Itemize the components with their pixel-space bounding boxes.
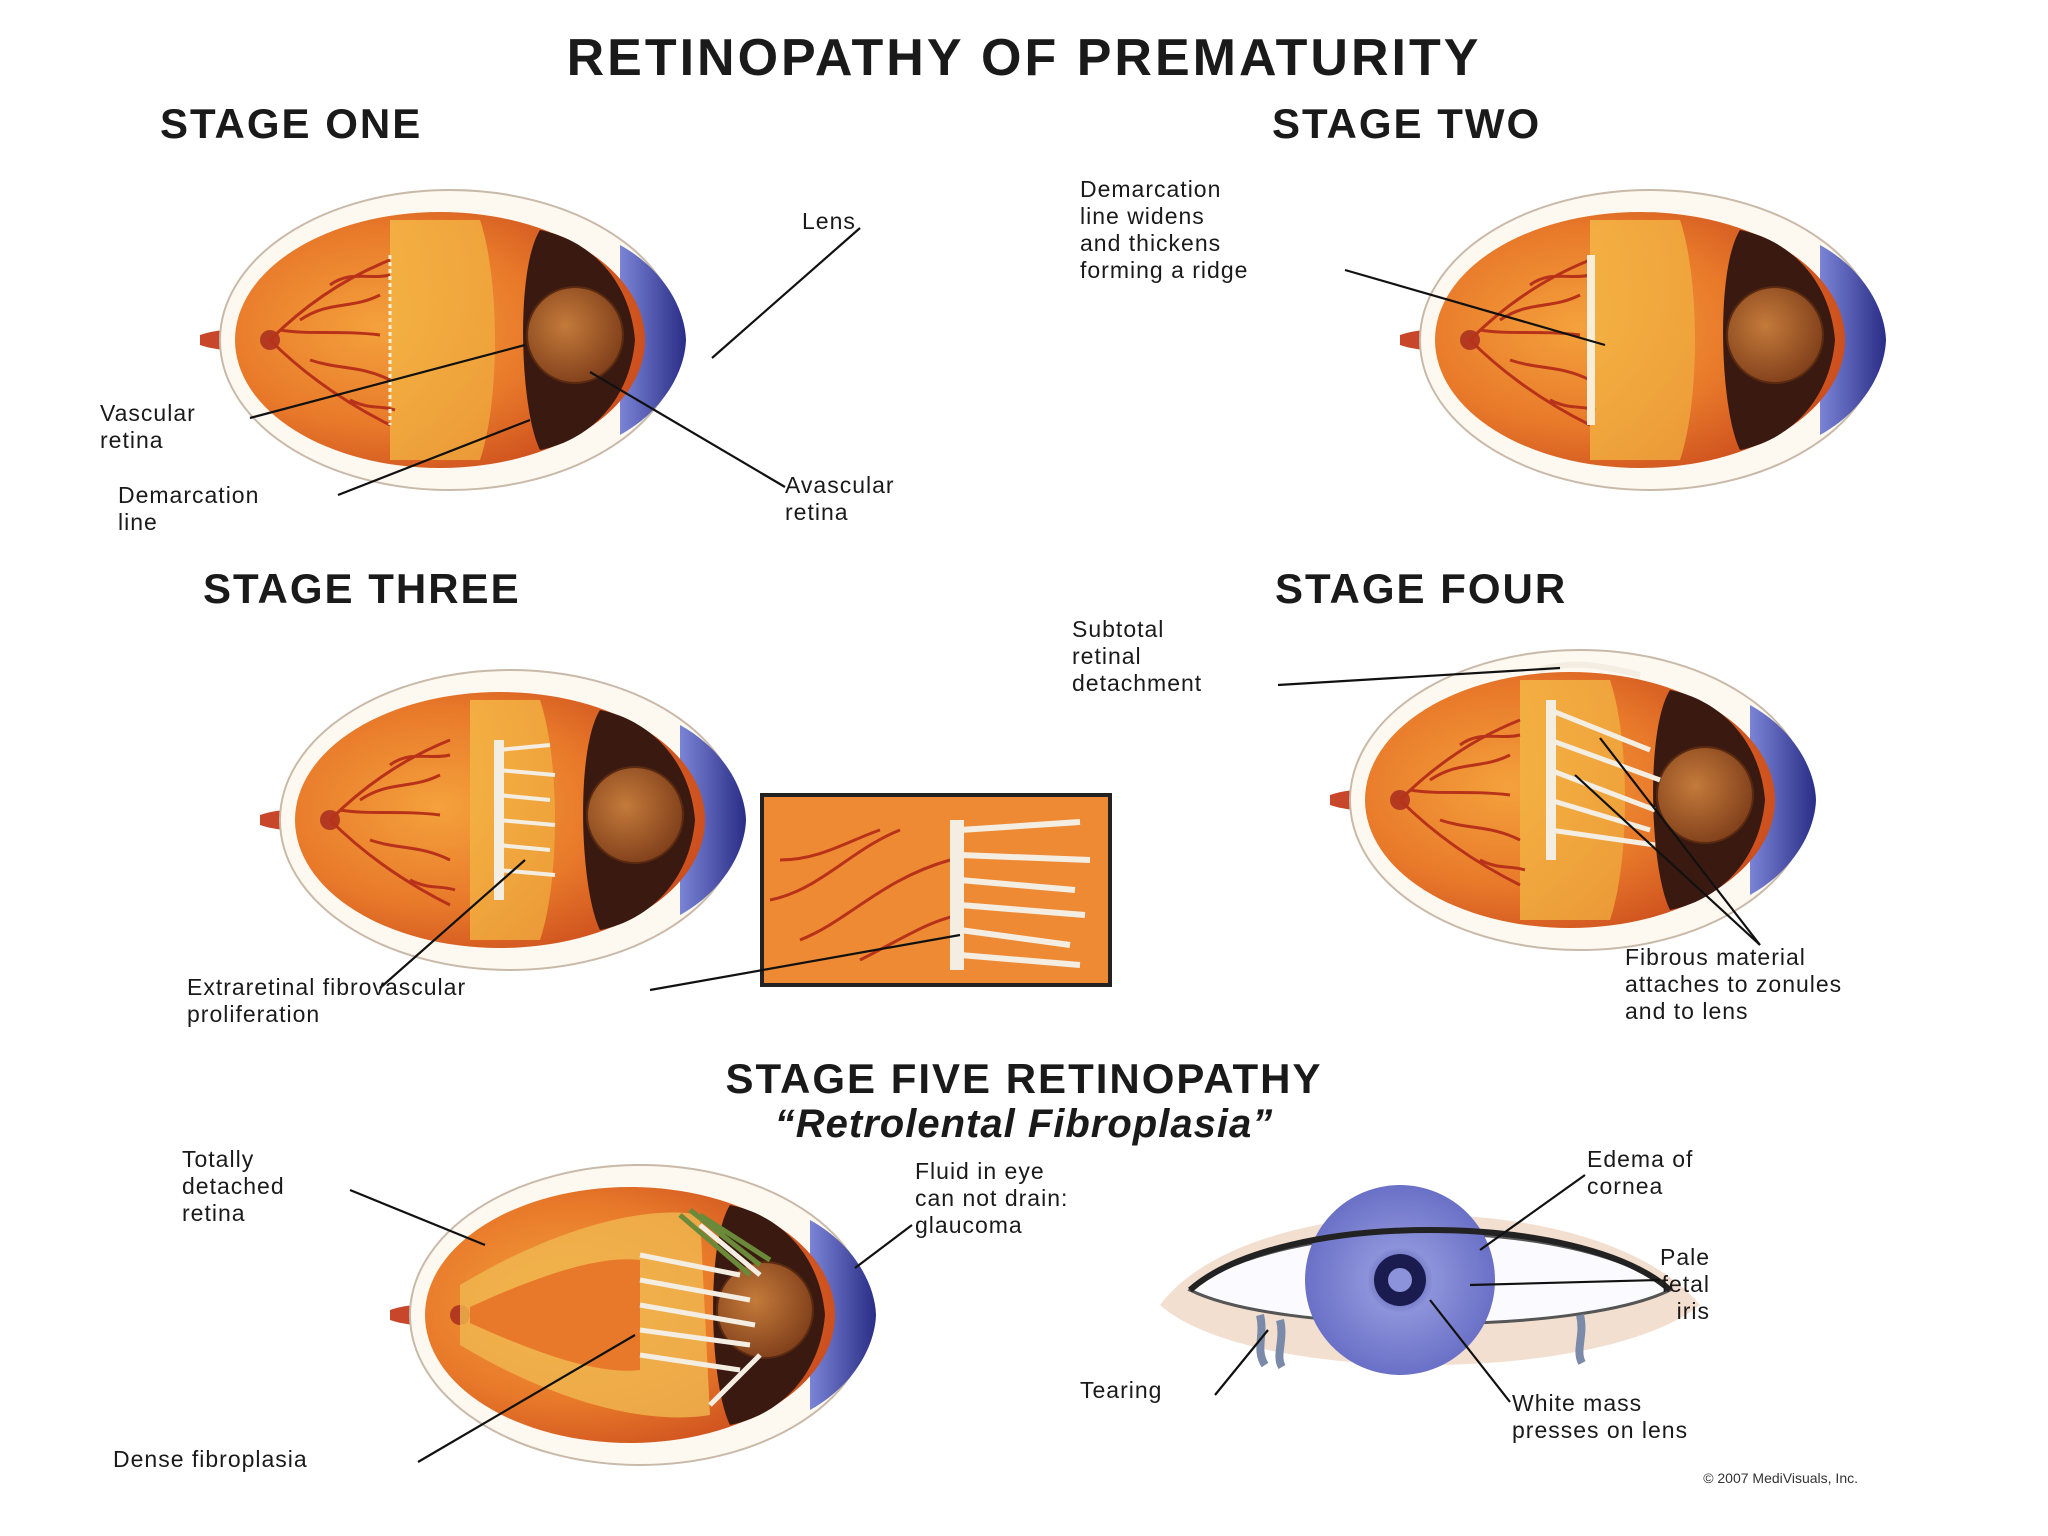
fibrous-leader-2 bbox=[1574, 774, 1761, 946]
tearing-leader bbox=[1214, 1329, 1269, 1396]
avascular-retina-label: Avascular retina bbox=[785, 472, 895, 525]
totally-detached-label: Totally detached retina bbox=[182, 1146, 285, 1226]
stage-one-heading: STAGE ONE bbox=[160, 100, 423, 147]
demarcation-line-leader bbox=[337, 418, 531, 497]
extraretinal-leader-eye bbox=[379, 859, 526, 989]
stage-three-heading: STAGE THREE bbox=[203, 565, 521, 612]
avascular-retina-leader bbox=[589, 371, 786, 488]
copyright-text: © 2007 MediVisuals, Inc. bbox=[1703, 1470, 1858, 1486]
ridge-label: Demarcation line widens and thickens for… bbox=[1080, 176, 1249, 283]
dense-leader bbox=[417, 1334, 636, 1463]
white-mass-label: White mass presses on lens bbox=[1512, 1390, 1689, 1443]
subtotal-label: Subtotal retinal detachment bbox=[1072, 616, 1203, 696]
ridge-leader bbox=[1344, 268, 1606, 347]
stage-five-subtitle: “Retrolental Fibroplasia” bbox=[774, 1102, 1274, 1146]
stage-five-heading: STAGE FIVE RETINOPATHY bbox=[725, 1055, 1323, 1102]
white-mass-leader bbox=[1429, 1299, 1511, 1403]
stage-one-eye bbox=[199, 189, 687, 491]
dense-label: Dense fibroplasia bbox=[113, 1446, 308, 1472]
fibrous-leader-1 bbox=[1599, 737, 1761, 946]
totally-detached-leader bbox=[349, 1188, 486, 1247]
lens-label: Lens bbox=[802, 208, 856, 234]
tearing-label: Tearing bbox=[1080, 1377, 1163, 1403]
stage-four-heading: STAGE FOUR bbox=[1275, 565, 1568, 612]
fluid-label: Fluid in eye can not drain: glaucoma bbox=[915, 1158, 1069, 1238]
vascular-retina-label: Vascular retina bbox=[100, 400, 196, 453]
lens-leader bbox=[711, 227, 861, 359]
page-title: RETINOPATHY OF PREMATURITY bbox=[566, 29, 1482, 87]
extraretinal-leader-inset bbox=[649, 933, 961, 992]
external-eye bbox=[1160, 1185, 1700, 1375]
subtotal-leader bbox=[1277, 666, 1561, 687]
stage-four-eye bbox=[1329, 649, 1817, 951]
pale-iris-label: Pale fetal iris bbox=[1660, 1244, 1711, 1324]
vascular-retina-leader bbox=[249, 343, 526, 420]
stage-two-eye bbox=[1399, 189, 1887, 491]
edema-label: Edema of cornea bbox=[1587, 1146, 1694, 1199]
demarcation-line-label: Demarcation line bbox=[118, 482, 260, 535]
stage-three-inset bbox=[760, 793, 1112, 987]
pale-iris-leader bbox=[1469, 1278, 1661, 1287]
edema-leader bbox=[1479, 1174, 1586, 1251]
stage-two-heading: STAGE TWO bbox=[1272, 100, 1542, 147]
stage-five-eye bbox=[389, 1164, 877, 1466]
extraretinal-label: Extraretinal fibrovascular proliferation bbox=[187, 974, 467, 1027]
fibrous-label: Fibrous material attaches to zonules and… bbox=[1625, 944, 1843, 1024]
stage-three-eye bbox=[259, 669, 747, 971]
fluid-leader bbox=[854, 1224, 913, 1269]
